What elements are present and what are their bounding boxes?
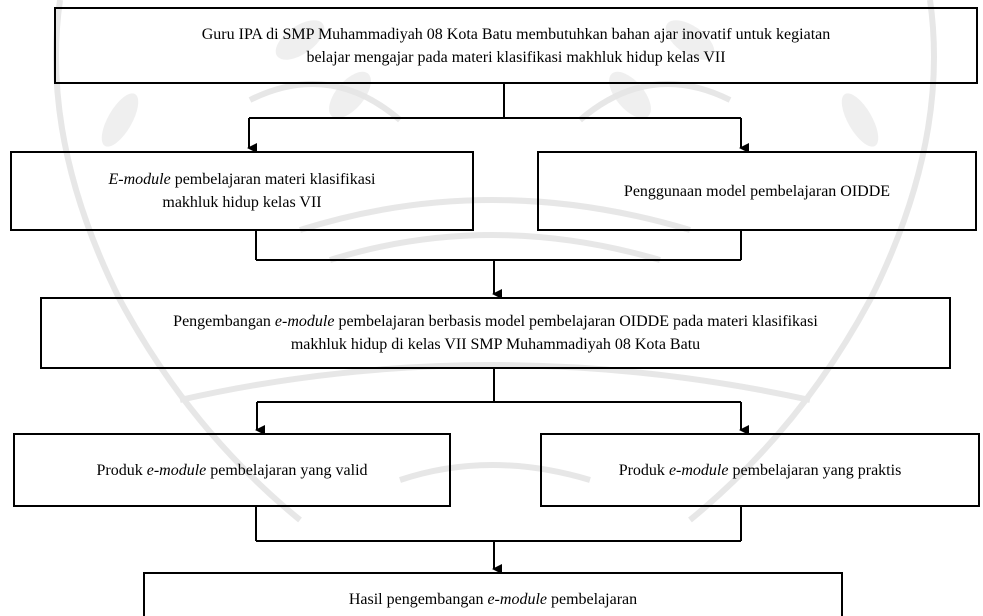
box2-italic: E-module [108, 171, 171, 188]
box-model-oidde: Penggunaan model pembelajaran OIDDE [537, 151, 977, 231]
box7-text: Hasil pengembangan e-module pembelajaran [349, 588, 637, 611]
box4-italic: e-module [274, 313, 335, 330]
box5-post: pembelajaran yang valid [206, 461, 368, 479]
box2-text: E-module pembelajaran materi klasifikasi… [108, 168, 375, 214]
box5-pre: Produk [96, 461, 147, 479]
box4-text: Pengembangan e-module pembelajaran berba… [173, 310, 818, 356]
box2-line2: makhluk hidup kelas VII [162, 194, 322, 211]
box3-text: Penggunaan model pembelajaran OIDDE [623, 182, 891, 200]
box6-italic: e-module [668, 461, 729, 479]
box-produk-praktis: Produk e-module pembelajaran yang prakti… [540, 433, 980, 507]
box7-italic: e-module [487, 591, 547, 608]
box7-post: pembelajaran [546, 591, 638, 608]
box4-line2: makhluk hidup di kelas VII SMP Muhammadi… [290, 336, 701, 353]
box1-text: Guru IPA di SMP Muhammadiyah 08 Kota Bat… [202, 23, 831, 69]
box7-pre: Hasil pengembangan [348, 591, 488, 608]
box-produk-valid: Produk e-module pembelajaran yang valid [13, 433, 451, 507]
box-guru-ipa-need: Guru IPA di SMP Muhammadiyah 08 Kota Bat… [54, 7, 978, 84]
box-pengembangan: Pengembangan e-module pembelajaran berba… [40, 297, 951, 369]
box2-line1-rest: pembelajaran materi klasifikasi [170, 171, 376, 188]
box4-line1-pre: Pengembangan [173, 313, 275, 330]
box5-text: Produk e-module pembelajaran yang valid [96, 459, 367, 482]
box1-line2: belajar mengajar pada materi klasifikasi… [306, 48, 726, 66]
box6-post: pembelajaran yang praktis [728, 461, 902, 479]
box6-pre: Produk [618, 461, 669, 479]
box-emodule-materi: E-module pembelajaran materi klasifikasi… [10, 151, 474, 231]
box5-italic: e-module [146, 461, 207, 479]
box4-line1-post: pembelajaran berbasis model pembelajaran… [334, 313, 818, 330]
box-hasil-pengembangan: Hasil pengembangan e-module pembelajaran [143, 572, 843, 616]
box6-text: Produk e-module pembelajaran yang prakti… [619, 459, 902, 482]
box1-line1: Guru IPA di SMP Muhammadiyah 08 Kota Bat… [201, 25, 831, 43]
